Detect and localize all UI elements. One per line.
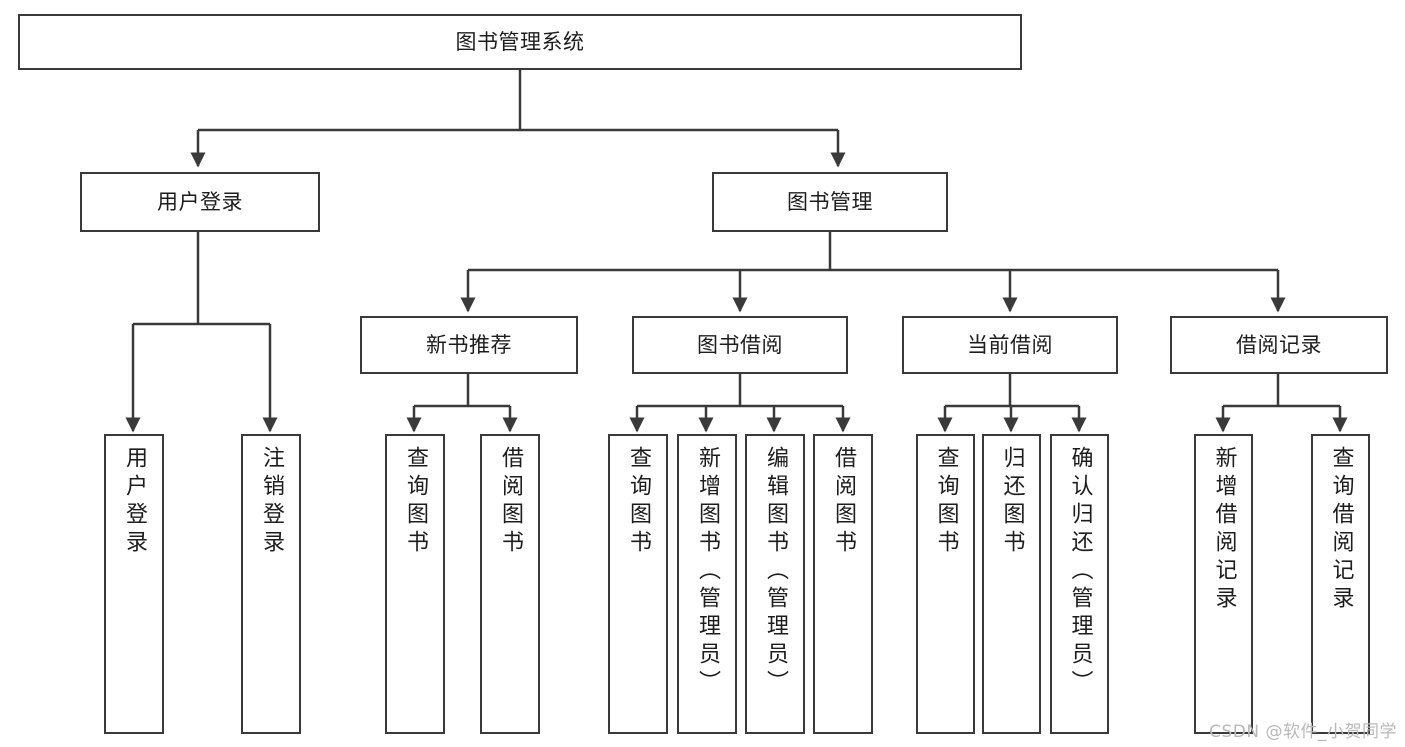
node-user-login[interactable]: 用户登录 — [80, 172, 320, 232]
node-label: 新增借阅记录 — [1211, 446, 1237, 614]
node-label: 查询借阅记录 — [1328, 446, 1354, 614]
node-borrow-record[interactable]: 借阅记录 — [1170, 316, 1388, 374]
node-book-borrow[interactable]: 图书借阅 — [632, 316, 848, 374]
leaf-query-book-1[interactable]: 查询图书 — [385, 434, 445, 734]
watermark: CSDN @软件_小贺同学 — [1209, 722, 1397, 742]
node-label: 借阅记录 — [1236, 332, 1322, 357]
leaf-query-book-2[interactable]: 查询图书 — [608, 434, 668, 734]
node-root-book-management-system[interactable]: 图书管理系统 — [18, 14, 1022, 70]
node-label: 确认归还（管理员） — [1067, 446, 1093, 698]
leaf-query-record[interactable]: 查询借阅记录 — [1311, 434, 1370, 734]
node-label: 借阅图书 — [498, 446, 523, 558]
leaf-edit-book[interactable]: 编辑图书（管理员） — [745, 434, 805, 734]
node-label: 图书管理系统 — [455, 29, 585, 54]
node-label: 新增图书（管理员） — [695, 446, 720, 698]
leaf-return-book[interactable]: 归还图书 — [982, 434, 1041, 734]
leaf-logout[interactable]: 注销登录 — [241, 434, 301, 734]
node-label: 用户登录 — [157, 189, 243, 214]
node-label: 图书管理 — [787, 189, 873, 214]
node-label: 图书借阅 — [697, 332, 783, 357]
node-new-book-recommend[interactable]: 新书推荐 — [360, 316, 578, 374]
leaf-borrow-book-2[interactable]: 借阅图书 — [813, 434, 873, 734]
node-label: 当前借阅 — [967, 332, 1053, 357]
node-label: 新书推荐 — [426, 332, 512, 357]
leaf-confirm-return[interactable]: 确认归还（管理员） — [1050, 434, 1109, 734]
leaf-add-record[interactable]: 新增借阅记录 — [1194, 434, 1253, 734]
leaf-add-book[interactable]: 新增图书（管理员） — [677, 434, 737, 734]
leaf-borrow-book-1[interactable]: 借阅图书 — [480, 434, 540, 734]
node-label: 用户登录 — [122, 446, 147, 558]
node-label: 借阅图书 — [831, 446, 856, 558]
leaf-query-book-3[interactable]: 查询图书 — [916, 434, 975, 734]
node-label: 查询图书 — [403, 446, 428, 558]
node-label: 注销登录 — [259, 446, 284, 558]
node-label: 归还图书 — [999, 446, 1025, 558]
node-label: 编辑图书（管理员） — [763, 446, 788, 698]
node-label: 查询图书 — [626, 446, 651, 558]
node-label: 查询图书 — [933, 446, 959, 558]
node-current-borrow[interactable]: 当前借阅 — [902, 316, 1118, 374]
leaf-user-login[interactable]: 用户登录 — [104, 434, 164, 734]
node-book-management[interactable]: 图书管理 — [712, 172, 948, 232]
